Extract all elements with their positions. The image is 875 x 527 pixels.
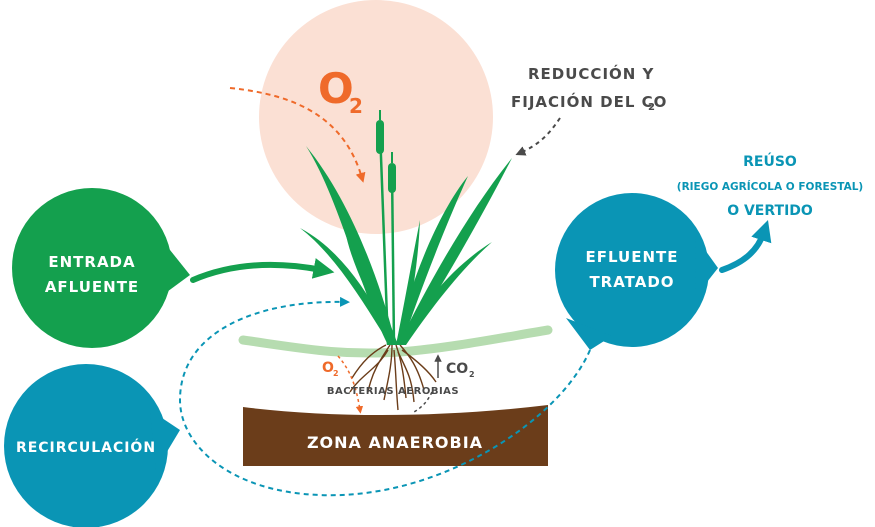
co2-fixation-line1: REDUCCIÓN Y [528,64,655,83]
outlet-label-line2: TRATADO [589,273,674,291]
co2-fixation-line2: FIJACIÓN DEL CO [511,92,667,111]
root-o2-subscript: 2 [333,369,339,378]
root-o2-arrow [337,355,364,414]
reuse-discharge: O VERTIDO [727,203,813,219]
oxygen-symbol: O [318,64,354,113]
ground-surface-line [238,325,553,358]
oxygen-zone-circle [259,0,493,234]
anaerobic-zone [243,405,548,466]
anaerobic-zone-label: ZONA ANAEROBIA [307,433,483,452]
inlet-arrow [190,258,335,283]
oxygen-arrow [229,87,366,183]
recirculation-label: RECIRCULACIÓN [16,438,156,456]
plant-cattails [376,110,396,346]
root-co2-subscript: 2 [469,370,475,379]
inlet-label-line1: ENTRADA [48,253,135,271]
reuse-arrow [719,220,772,273]
plant-leaves [300,146,512,345]
recirculation-bubble [4,364,180,527]
plant-roots [349,344,437,411]
inlet-bubble [12,188,190,348]
root-co2-dashed [413,391,433,413]
reuse-title: REÚSO [743,152,797,170]
outlet-bubble [555,193,718,350]
co2-fixation-subscript: 2 [648,102,655,113]
root-co2-symbol: CO [446,361,468,377]
co2-arrow [515,117,561,156]
reuse-detail: (RIEGO AGRÍCOLA O FORESTAL) [677,180,863,193]
root-o2-symbol: O [322,360,334,376]
inlet-label-line2: AFLUENTE [45,278,139,296]
bacteria-label: BACTERIAS AEROBIAS [327,386,459,397]
oxygen-subscript: 2 [349,94,363,118]
outlet-label-line1: EFLUENTE [586,248,679,266]
